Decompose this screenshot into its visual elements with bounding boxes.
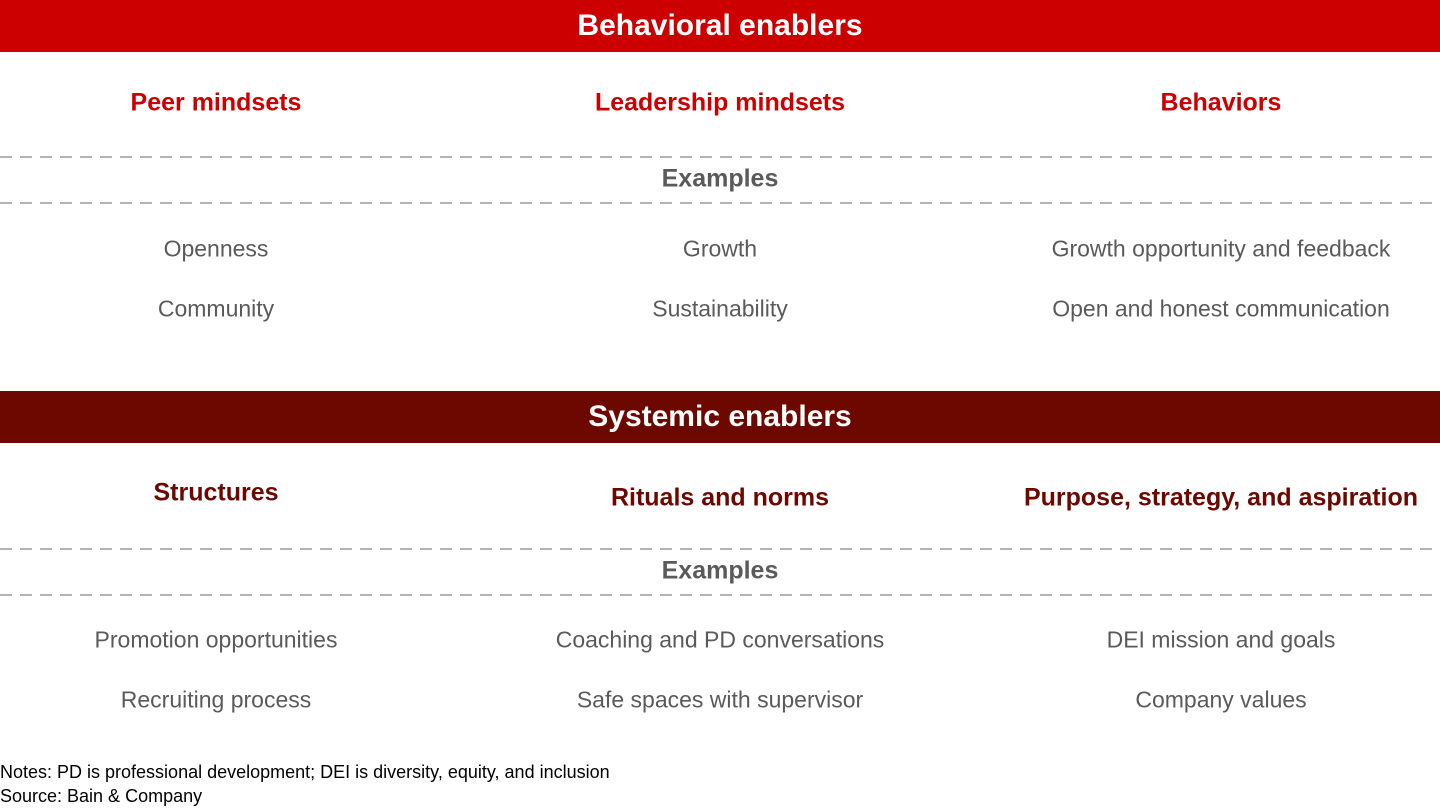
example-item: Sustainability	[652, 295, 788, 322]
rituals-norms-heading: Rituals and norms	[610, 483, 830, 512]
behavioral-enablers-header: Behavioral enablers	[0, 0, 1440, 52]
behavioral-title: Behavioral enablers	[577, 9, 863, 42]
systemic-title: Systemic enablers	[588, 400, 852, 433]
peer-mindsets-heading: Peer mindsets	[130, 88, 302, 117]
example-item: Community	[157, 295, 275, 322]
leadership-mindsets-heading: Leadership mindsets	[594, 88, 846, 117]
divider	[0, 202, 1440, 204]
example-item: Recruiting process	[120, 686, 312, 713]
example-item: Open and honest communication	[1052, 295, 1390, 322]
example-item: DEI mission and goals	[1106, 626, 1336, 653]
divider	[0, 548, 1440, 550]
divider	[0, 594, 1440, 596]
example-item: Promotion opportunities	[94, 626, 338, 653]
examples-label: Examples	[661, 164, 779, 193]
example-item: Coaching and PD conversations	[555, 626, 885, 653]
systemic-enablers-header: Systemic enablers	[0, 391, 1440, 443]
example-item: Growth opportunity and feedback	[1051, 235, 1391, 262]
structures-heading: Structures	[153, 478, 279, 507]
examples-label: Examples	[661, 556, 779, 585]
example-item: Growth	[682, 235, 758, 262]
example-item: Safe spaces with supervisor	[576, 686, 864, 713]
example-item: Company values	[1135, 686, 1307, 713]
divider	[0, 156, 1440, 158]
source: Source: Bain & Company	[0, 786, 203, 806]
purpose-strategy-heading: Purpose, strategy, and aspiration	[1023, 483, 1419, 512]
notes: Notes: PD is professional development; D…	[0, 762, 610, 782]
example-item: Openness	[163, 235, 269, 262]
behaviors-heading: Behaviors	[1160, 88, 1282, 117]
